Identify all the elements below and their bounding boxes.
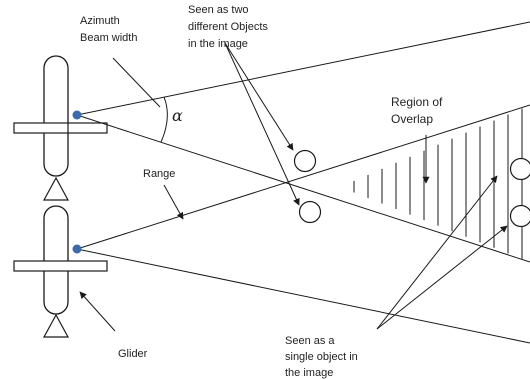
target-object-lower	[298, 200, 322, 224]
seen-two-label-line3: in the image	[188, 38, 248, 50]
target-object-upper	[293, 149, 317, 173]
azimuth-beam-width-label-line1: Azimuth	[80, 15, 120, 27]
lower-glider-tail-icon	[42, 313, 70, 338]
region-of-overlap-label-line2: Overlap	[391, 112, 433, 126]
seen-two-arrow-lower	[224, 42, 300, 206]
overlap-object-lower	[509, 204, 530, 228]
range-label: Range	[143, 168, 175, 180]
azimuth-pointer-line	[112, 57, 161, 108]
region-of-overlap-label-line1: Region of	[391, 95, 443, 109]
seen-two-label-line2: different Objects	[188, 21, 268, 33]
upper-glider-wing	[13, 122, 108, 134]
lower-antenna-dot	[72, 244, 82, 254]
seen-single-arrow-lower	[376, 225, 508, 330]
alpha-label: α	[172, 106, 183, 125]
lower-radar-beam	[76, 104, 530, 344]
beam-width-angle-arc	[160, 96, 168, 143]
seen-two-arrow-upper	[224, 42, 294, 151]
glider-arrow	[79, 291, 116, 332]
overlap-region-hatching	[353, 105, 523, 262]
upper-radar-beam	[76, 21, 530, 263]
lower-beam-top-edge	[76, 104, 530, 250]
annotation-arrows	[79, 42, 508, 332]
range-arrow	[163, 184, 184, 220]
seen-two-label-line1: Seen as two	[188, 4, 249, 16]
upper-glider	[13, 55, 108, 201]
azimuth-beam-width-label-line2: Beam width	[80, 32, 137, 44]
seen-single-label-line2: single object in	[285, 351, 358, 363]
lower-glider-wing	[13, 260, 108, 272]
seen-single-label-line3: the image	[285, 367, 333, 379]
lower-glider	[13, 205, 108, 338]
upper-glider-body	[43, 55, 69, 177]
upper-antenna-dot	[72, 110, 82, 120]
seen-single-label-line1: Seen as a	[285, 335, 335, 347]
upper-beam-top-edge	[76, 21, 530, 116]
overlap-object-upper	[509, 157, 530, 181]
lower-glider-body	[43, 205, 69, 315]
seen-single-arrow-upper	[376, 175, 498, 330]
upper-beam-bottom-edge	[76, 114, 530, 263]
upper-glider-tail-icon	[42, 176, 70, 201]
lower-beam-bottom-edge	[76, 248, 530, 344]
glider-label: Glider	[118, 348, 148, 360]
